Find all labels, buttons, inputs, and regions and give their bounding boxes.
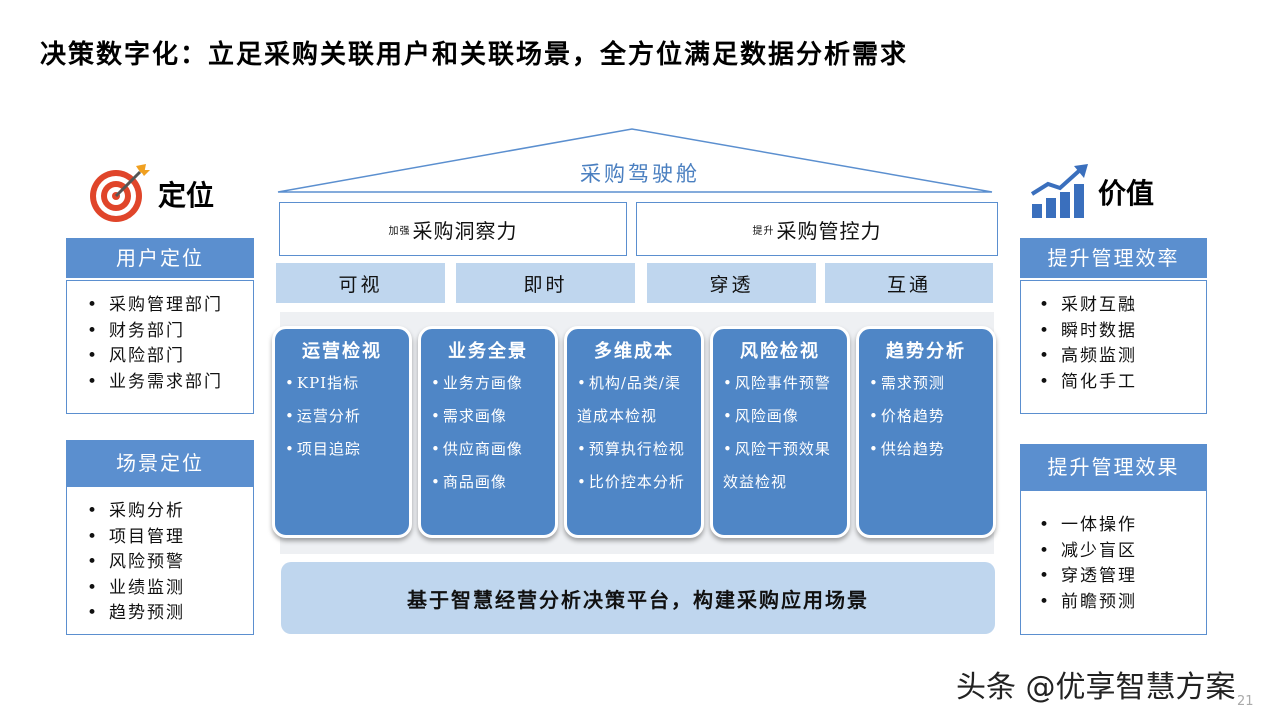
list-item: 风险预警 (87, 550, 253, 576)
left-heading: 定位 (88, 162, 214, 226)
list-item: 价格趋势 (869, 400, 983, 433)
panel-header-effectiveness: 提升管理效果 (1020, 444, 1207, 490)
list-item: 需求预测 (869, 367, 983, 400)
list-item: 采财互融 (1039, 293, 1206, 319)
module-title: 业务全景 (448, 341, 528, 362)
module-title: 风险检视 (740, 341, 820, 362)
panel-header-scene-positioning: 场景定位 (66, 440, 254, 486)
list-item: 预算执行检视 (577, 433, 691, 466)
list-item: 业绩监测 (87, 576, 253, 602)
list-item: 风险干预效果效益检视 (723, 433, 837, 499)
list-item: 运营分析 (285, 400, 399, 433)
panel-efficiency: 采财互融 瞬时数据 高频监测 简化手工 (1020, 280, 1207, 414)
pillar-control: 提升 采购管控力 (636, 202, 998, 256)
list-item: 商品画像 (431, 466, 545, 499)
list-item: 简化手工 (1039, 370, 1206, 396)
module-operations: 运营检视 KPI指标 运营分析 项目追踪 (272, 326, 412, 538)
pillar-label: 采购管控力 (776, 218, 882, 243)
list-item: 高频监测 (1039, 344, 1206, 370)
list-item: 业务方画像 (431, 367, 545, 400)
slide-number: 21 (1237, 694, 1254, 709)
pillar-prefix: 加强 (388, 225, 411, 237)
module-business: 业务全景 业务方画像 需求画像 供应商画像 商品画像 (418, 326, 558, 538)
panel-effectiveness: 一体操作 减少盲区 穿透管理 前瞻预测 (1020, 490, 1207, 635)
platform-base-bar: 基于智慧经营分析决策平台，构建采购应用场景 (281, 562, 995, 634)
panel-header-user-positioning: 用户定位 (66, 238, 254, 278)
left-heading-label: 定位 (158, 179, 215, 212)
pillar-label: 采购洞察力 (412, 218, 518, 243)
pillar-prefix: 提升 (752, 225, 775, 237)
list-item: 财务部门 (87, 319, 253, 345)
feature-instant: 即时 (456, 263, 635, 303)
list-item: 项目追踪 (285, 433, 399, 466)
list-item: 比价控本分析 (577, 466, 691, 499)
panel-scene-positioning: 采购分析 项目管理 风险预警 业绩监测 趋势预测 (66, 486, 254, 635)
list-item: 风险部门 (87, 344, 253, 370)
list-item: 业务需求部门 (87, 370, 253, 396)
list-item: 一体操作 (1039, 513, 1206, 539)
list-item: 供应商画像 (431, 433, 545, 466)
list-item: 需求画像 (431, 400, 545, 433)
list-item: 减少盲区 (1039, 539, 1206, 565)
feature-interconnect: 互通 (825, 263, 993, 303)
roof-title: 采购驾驶舱 (580, 162, 700, 186)
module-title: 运营检视 (302, 341, 382, 362)
page-title: 决策数字化：立足采购关联用户和关联场景，全方位满足数据分析需求 (40, 40, 909, 70)
module-trend: 趋势分析 需求预测 价格趋势 供给趋势 (856, 326, 996, 538)
list-item: 机构/品类/渠道成本检视 (577, 367, 691, 433)
module-risk: 风险检视 风险事件预警 风险画像 风险干预效果效益检视 (710, 326, 850, 538)
list-item: 前瞻预测 (1039, 590, 1206, 616)
list-item: 风险画像 (723, 400, 837, 433)
list-item: 趋势预测 (87, 601, 253, 627)
right-heading: 价值 (1030, 164, 1154, 220)
roof-triangle (277, 128, 993, 193)
module-cost: 多维成本 机构/品类/渠道成本检视 预算执行检视 比价控本分析 (564, 326, 704, 538)
list-item: 穿透管理 (1039, 564, 1206, 590)
right-heading-label: 价值 (1098, 177, 1155, 210)
feature-visible: 可视 (276, 263, 445, 303)
growth-chart-icon (1030, 164, 1090, 220)
list-item: 风险事件预警 (723, 367, 837, 400)
list-item: 瞬时数据 (1039, 319, 1206, 345)
pillar-insight: 加强 采购洞察力 (279, 202, 627, 256)
panel-user-positioning: 采购管理部门 财务部门 风险部门 业务需求部门 (66, 280, 254, 414)
list-item: KPI指标 (285, 367, 399, 400)
module-title: 多维成本 (594, 341, 674, 362)
watermark: 头条 @优享智慧方案 (956, 670, 1236, 705)
list-item: 采购分析 (87, 499, 253, 525)
module-title: 趋势分析 (886, 341, 966, 362)
feature-penetrate: 穿透 (647, 263, 816, 303)
list-item: 供给趋势 (869, 433, 983, 466)
target-icon (88, 162, 152, 226)
panel-header-efficiency: 提升管理效率 (1020, 238, 1207, 278)
list-item: 项目管理 (87, 525, 253, 551)
list-item: 采购管理部门 (87, 293, 253, 319)
